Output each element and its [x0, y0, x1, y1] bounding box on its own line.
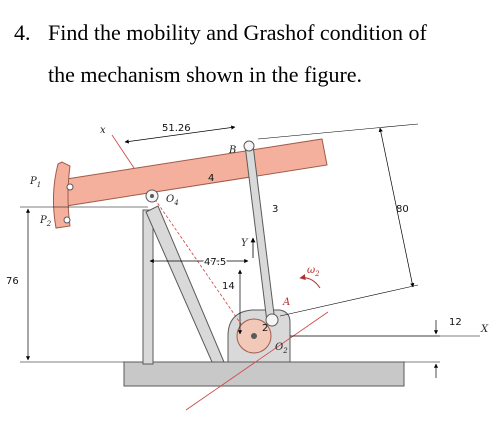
ground-red-line [185, 311, 329, 411]
x-axis-label: X [480, 324, 489, 335]
walking-beam [59, 138, 328, 207]
omega-2-label: ω2 [307, 265, 320, 278]
dim-14-label: 14 [222, 281, 235, 292]
label-x: x [100, 125, 106, 136]
dim-80-top-ext [257, 123, 419, 140]
label-link-3: 3 [272, 204, 278, 215]
p1-marker [66, 183, 74, 191]
label-o4: O4 [166, 194, 179, 207]
label-a: A [282, 297, 290, 308]
dim-80-line [378, 127, 415, 288]
dim-12-label: 12 [449, 317, 462, 328]
o4-pivot-inner [150, 194, 154, 198]
label-p2: P2 [39, 215, 52, 228]
crank-pin-a [265, 313, 279, 327]
o4-o2-line [151, 194, 253, 341]
samson-post [142, 209, 154, 365]
label-link-4: 4 [208, 173, 214, 184]
o2-center [251, 333, 257, 339]
dim-76-label: 76 [6, 276, 19, 287]
y-axis-label: Y [241, 238, 249, 249]
support-brace [145, 205, 225, 363]
ground-base [123, 361, 405, 387]
label-b: B [228, 145, 236, 156]
label-p1: P1 [29, 176, 41, 189]
horse-head [52, 161, 71, 229]
omega-2-arrow [299, 274, 321, 289]
question-text: 4. Find the mobility and Grashof conditi… [0, 0, 496, 110]
label-link-2: 2 [262, 323, 268, 334]
dim-80-bot-ext [279, 284, 419, 317]
dim-47-5-label: 47.5 [204, 257, 226, 268]
dim-51-26-label: 51.26 [162, 123, 191, 134]
dim-51-26-line [124, 125, 236, 144]
dim-80-label: 80 [396, 204, 409, 215]
pin-b [243, 140, 255, 152]
question-line-1: Find the mobility and Grashof condition … [48, 20, 427, 45]
question-line-2: the mechanism shown in the figure. [48, 62, 363, 87]
question-number: 4. [14, 20, 31, 45]
p2-marker [63, 216, 71, 224]
label-o2: O2 [275, 342, 288, 355]
